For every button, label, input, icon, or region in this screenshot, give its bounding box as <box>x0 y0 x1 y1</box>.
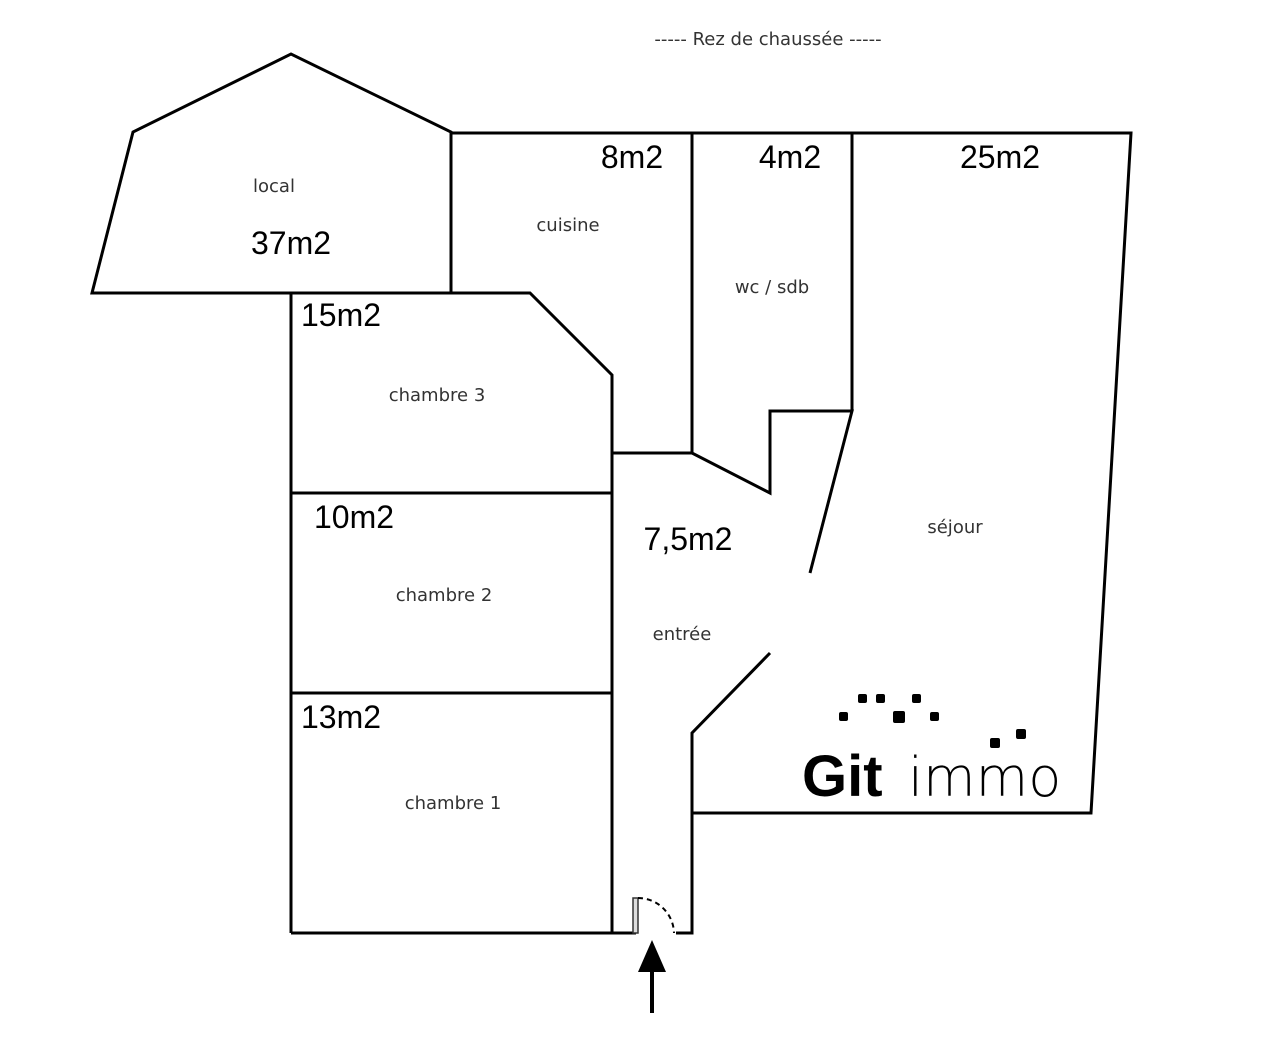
room-label-wc: wc / sdb <box>735 277 809 298</box>
room-area-chambre2: 10m2 <box>314 499 394 535</box>
wall-hall-sejour <box>690 651 772 813</box>
door-swing-arc <box>637 897 675 934</box>
git-immo-logo: Git immo <box>802 694 1061 809</box>
room-label-local: local <box>253 176 295 197</box>
wall-chambre3 <box>451 291 614 933</box>
logo-dots-icon <box>839 694 1026 748</box>
walls <box>90 52 1133 935</box>
room-label-cuisine: cuisine <box>536 215 599 236</box>
entrance-door <box>632 897 675 934</box>
room-area-sejour: 25m2 <box>960 139 1040 175</box>
plan-title: ----- Rez de chaussée ----- <box>654 29 881 50</box>
room-label-chambre1: chambre 1 <box>405 793 502 814</box>
room-area-wc: 4m2 <box>759 139 821 175</box>
entrance-arrow-icon <box>638 940 666 1013</box>
wall-hall-north <box>612 409 854 574</box>
room-label-chambre3: chambre 3 <box>389 385 486 406</box>
room-label-chambre2: chambre 2 <box>396 585 493 606</box>
logo-text-immo: immo <box>908 746 1061 809</box>
room-label-entree: entrée <box>653 624 712 645</box>
room-area-local: 37m2 <box>251 225 331 261</box>
door-leaf <box>632 897 639 934</box>
room-area-chambre3: 15m2 <box>301 297 381 333</box>
logo-text-git: Git <box>802 744 883 809</box>
room-area-chambre1: 13m2 <box>301 699 381 735</box>
room-label-sejour: séjour <box>927 517 983 538</box>
outer-wall-east <box>451 131 1133 935</box>
room-area-cuisine: 8m2 <box>601 139 663 175</box>
room-area-entree: 7,5m2 <box>644 521 733 557</box>
local-walls <box>90 52 453 295</box>
